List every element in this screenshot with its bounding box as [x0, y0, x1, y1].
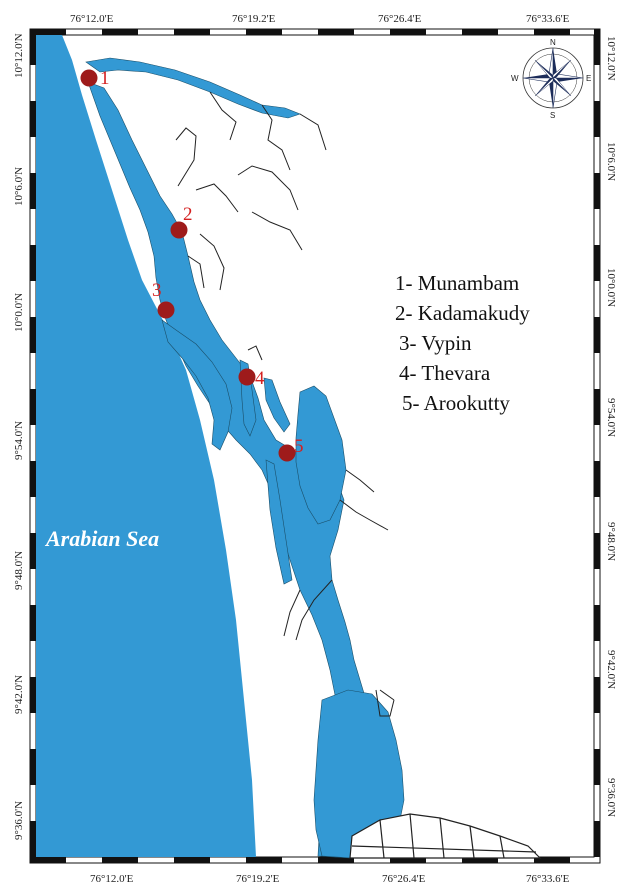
lat-label-right-1: 10°12.0'N [605, 36, 617, 81]
compass-west: W [511, 74, 519, 83]
lat-label-left-7: 9°36.0'N [13, 801, 25, 840]
sampling-sites: 1 2 3 4 5 [80, 68, 304, 462]
frame-segment [30, 677, 36, 713]
lat-label-right-7: 9°36.0'N [605, 778, 617, 817]
compass-rose-icon: N S E W [511, 38, 591, 120]
legend-item-1: 1- Munambam [395, 271, 519, 295]
frame-segment [318, 857, 354, 863]
reclaimed-land-grid [349, 813, 542, 859]
frame-segment [462, 857, 498, 863]
legend-item-2: 2- Kadamakudy [395, 301, 530, 325]
frame-segment [594, 29, 600, 65]
site-number-1: 1 [100, 68, 110, 89]
frame-segment [594, 389, 600, 425]
map-frame [29, 28, 601, 864]
lat-label-left-1: 10°12.0'N [13, 33, 25, 78]
lat-label-right-3: 10°0.0'N [605, 268, 617, 307]
longitude-labels-bottom: 76°12.0'E 76°19.2'E 76°26.4'E 76°33.6'E [90, 873, 570, 885]
frame-segment [174, 29, 210, 35]
frame-segment [174, 857, 210, 863]
frame-segment [594, 605, 600, 641]
lon-label-bottom-3: 76°26.4'E [382, 873, 426, 885]
frame-segment [318, 29, 354, 35]
frame-segment [246, 857, 282, 863]
lon-label-bottom-1: 76°12.0'E [90, 873, 134, 885]
frame-segment [390, 857, 426, 863]
lat-label-left-5: 9°48.0'N [13, 551, 25, 590]
frame-segment [102, 857, 138, 863]
frame-segment [534, 29, 570, 35]
site-marker-4: 4 [238, 368, 265, 389]
frame-segment [594, 173, 600, 209]
lon-label-bottom-4: 76°33.6'E [526, 873, 570, 885]
latitude-labels-left: 10°12.0'N 10°6.0'N 10°0.0'N 9°54.0'N 9°4… [13, 33, 25, 840]
frame-segment [390, 29, 426, 35]
frame-segment [534, 857, 570, 863]
frame-segment [462, 29, 498, 35]
frame-segment [594, 533, 600, 569]
backwater-system [85, 57, 405, 859]
frame-segment [30, 29, 66, 35]
legend-item-4: 4- Thevara [399, 361, 491, 385]
frame-segment [594, 749, 600, 785]
frame-segment [102, 29, 138, 35]
longitude-labels-top: 76°12.0'E 76°19.2'E 76°26.4'E 76°33.6'E [70, 13, 570, 25]
lon-label-bottom-2: 76°19.2'E [236, 873, 280, 885]
lat-label-left-6: 9°42.0'N [13, 675, 25, 714]
compass-north: N [550, 38, 556, 47]
lon-label-top-4: 76°33.6'E [526, 13, 570, 25]
frame-segment [30, 821, 36, 857]
frame-segment [30, 101, 36, 137]
lon-label-top-3: 76°26.4'E [378, 13, 422, 25]
frame-segment [594, 461, 600, 497]
site-number-2: 2 [183, 204, 193, 225]
latitude-labels-right: 10°12.0'N 10°6.0'N 10°0.0'N 9°54.0'N 9°4… [605, 36, 617, 817]
lon-label-top-1: 76°12.0'E [70, 13, 114, 25]
site-number-4: 4 [255, 368, 265, 389]
frame-segment [30, 857, 66, 863]
site-marker-3: 3 [152, 280, 175, 319]
frame-segment [30, 605, 36, 641]
lon-label-top-2: 76°19.2'E [232, 13, 276, 25]
frame-segment [30, 29, 36, 65]
sea-label: Arabian Sea [44, 526, 159, 551]
lat-label-left-4: 9°54.0'N [13, 421, 25, 460]
river-outlines [175, 91, 395, 717]
lat-label-right-5: 9°48.0'N [605, 522, 617, 561]
site-number-3: 3 [152, 280, 162, 301]
frame-segment [594, 245, 600, 281]
site-marker-1: 1 [80, 68, 110, 89]
lat-label-right-6: 9°42.0'N [605, 650, 617, 689]
frame-segment [30, 461, 36, 497]
frame-segment [30, 317, 36, 353]
frame-segment [30, 533, 36, 569]
compass-south: S [550, 111, 555, 120]
site-marker-5: 5 [278, 436, 304, 462]
arabian-sea [36, 35, 256, 857]
lat-label-left-3: 10°0.0'N [13, 293, 25, 332]
frame-segment [30, 245, 36, 281]
compass-east: E [586, 74, 591, 83]
frame-segment [594, 677, 600, 713]
legend-item-5: 5- Arookutty [402, 391, 510, 415]
frame-segment [594, 317, 600, 353]
frame-segment [594, 821, 600, 857]
site-number-5: 5 [294, 436, 304, 457]
frame-segment [30, 389, 36, 425]
frame-segment [246, 29, 282, 35]
lat-label-left-2: 10°6.0'N [13, 167, 25, 206]
lat-label-right-4: 9°54.0'N [605, 398, 617, 437]
frame-segment [30, 173, 36, 209]
frame-segment [30, 749, 36, 785]
site-marker-2: 2 [170, 204, 193, 239]
site-legend: 1- Munambam 2- Kadamakudy 3- Vypin 4- Th… [395, 271, 530, 415]
legend-item-3: 3- Vypin [399, 331, 472, 355]
frame-segment [594, 101, 600, 137]
lat-label-right-2: 10°6.0'N [605, 142, 617, 181]
